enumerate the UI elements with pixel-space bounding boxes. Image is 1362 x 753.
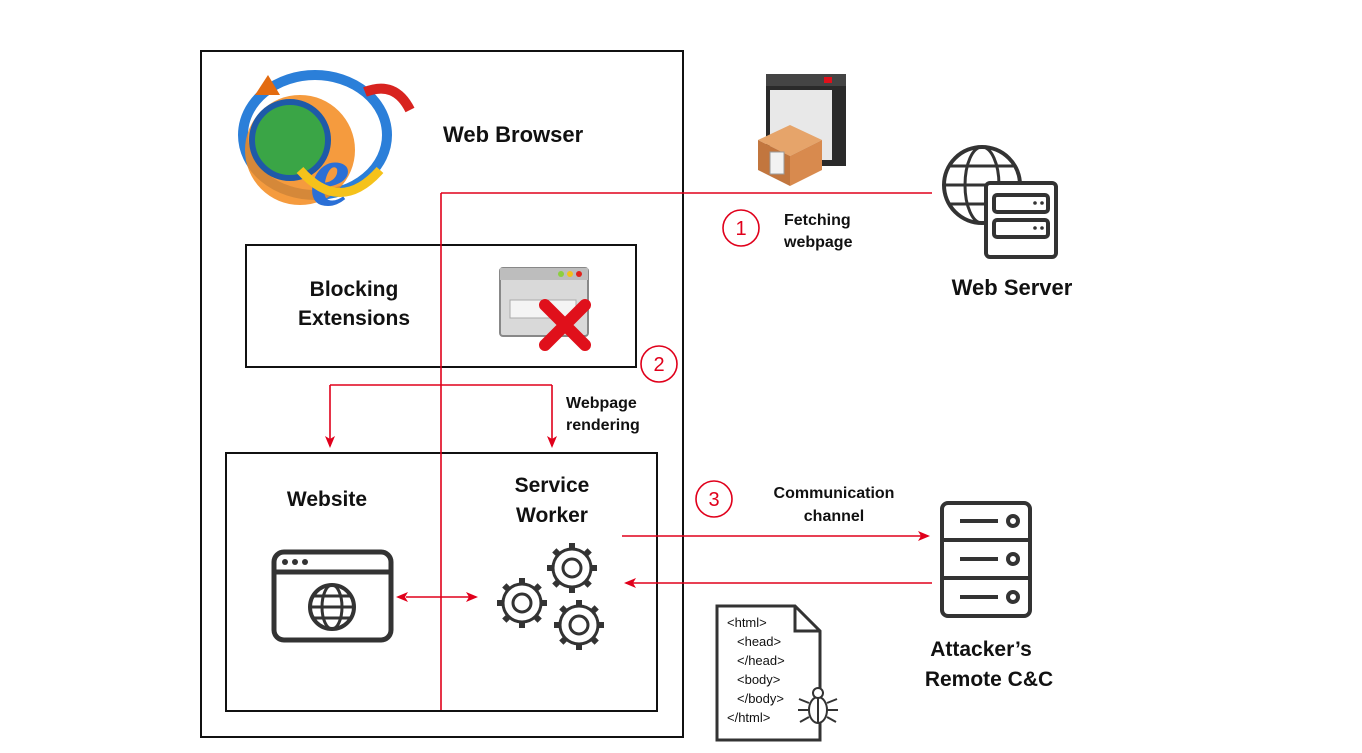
gear-tooth	[502, 583, 511, 592]
globe-server-icon	[942, 145, 1058, 259]
web-browser-title: Web Browser	[443, 122, 584, 147]
doc-line-4: <body>	[737, 672, 780, 687]
gear-tooth	[552, 548, 561, 557]
step-1-label-1: Fetching	[784, 212, 851, 229]
web-browser-box	[200, 50, 684, 738]
step-3-number: 3	[708, 489, 719, 511]
server-rack-icon	[940, 501, 1032, 618]
doc-line-5: </body>	[737, 691, 784, 706]
service-worker-label-1: Service	[515, 474, 590, 497]
step-1-number: 1	[735, 218, 746, 240]
web-window-globe-icon	[271, 549, 394, 643]
step-2-label-2: rendering	[566, 417, 640, 434]
bug-icon	[798, 687, 838, 724]
step-1-circle	[722, 209, 760, 247]
blocking-extensions-label-1: Blocking	[310, 278, 399, 301]
gear-tooth	[552, 579, 561, 588]
service-worker-label-2: Worker	[516, 504, 588, 527]
gear-tooth	[583, 548, 592, 557]
doc-line-2: <head>	[737, 634, 781, 649]
website-label: Website	[287, 488, 367, 511]
gear-tooth	[559, 605, 568, 614]
step-3-circle	[695, 480, 733, 518]
doc-line-6: </html>	[727, 710, 770, 725]
step-2-number: 2	[653, 354, 664, 376]
step-3-label-2: channel	[804, 508, 864, 525]
step-2-label-1: Webpage	[566, 395, 637, 412]
step-3-label-1: Communication	[774, 485, 895, 502]
html-document-bug-icon: <html> <head> </head> <body> </body> </h…	[715, 604, 838, 742]
gear-tooth	[583, 579, 592, 588]
gear-tooth	[533, 583, 542, 592]
gear-tooth	[502, 614, 511, 623]
doc-line-3: </head>	[737, 653, 785, 668]
software-package-icon	[758, 74, 846, 186]
gear-tooth	[559, 636, 568, 645]
gear-tooth	[533, 614, 542, 623]
web-server-label: Web Server	[952, 275, 1073, 300]
doc-line-1: <html>	[727, 615, 767, 630]
browser-logos-icon: e	[238, 70, 415, 225]
step-2-circle	[640, 345, 678, 383]
svg-text:e: e	[310, 126, 350, 225]
step-1-label-2: webpage	[783, 234, 853, 251]
gear-tooth	[590, 636, 599, 645]
blocking-extensions-label-2: Extensions	[298, 307, 410, 330]
gears-icon	[497, 543, 604, 650]
blocked-window-icon	[499, 267, 591, 351]
attacker-label-2: Remote C&C	[925, 668, 1053, 691]
attacker-label-1: Attacker’s	[930, 638, 1032, 661]
gear-tooth	[590, 605, 599, 614]
